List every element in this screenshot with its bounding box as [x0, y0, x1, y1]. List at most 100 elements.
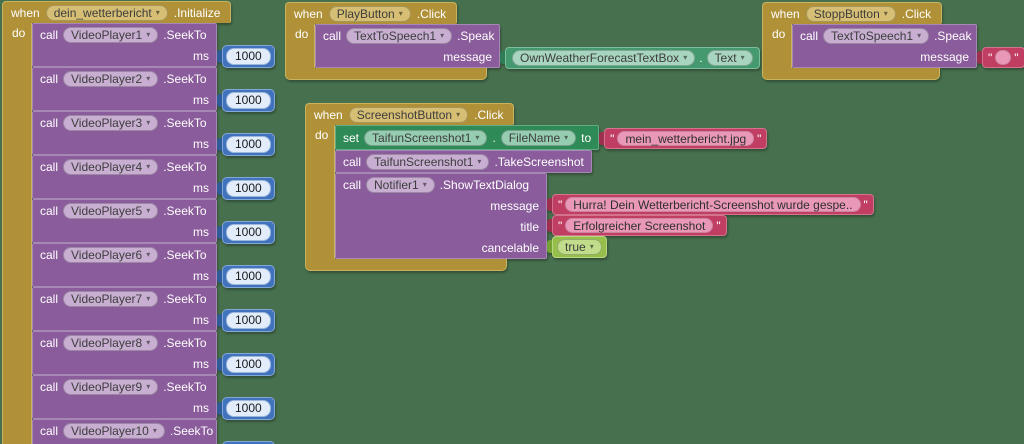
- string-block[interactable]: " Erfolgreicher Screenshot ": [552, 215, 727, 236]
- component-dropdown[interactable]: TextToSpeech1▾: [823, 27, 930, 44]
- dropdown-arrow-icon: ▾: [917, 30, 922, 40]
- string-block[interactable]: " mein_wetterbericht.jpg ": [604, 128, 768, 149]
- getter-component-dropdown[interactable]: OwnWeatherForecastTextBox▾: [512, 49, 696, 66]
- component-dropdown[interactable]: Notifier1▾: [366, 176, 435, 193]
- property-dropdown[interactable]: FileName▾: [500, 129, 577, 146]
- property-getter-block[interactable]: OwnWeatherForecastTextBox▾ . Text▾: [505, 46, 760, 69]
- component-dropdown[interactable]: TaifunScreenshot1▾: [366, 153, 490, 170]
- number-value[interactable]: 1000: [226, 268, 271, 285]
- number-value[interactable]: 1000: [226, 136, 271, 153]
- event-header[interactable]: when ScreenshotButton ▾ .Click: [305, 103, 515, 125]
- event-header[interactable]: when StoppButton ▾ .Click: [762, 2, 943, 24]
- component-dropdown[interactable]: VideoPlayer1▾: [63, 26, 159, 43]
- when-keyword: when: [11, 5, 40, 20]
- string-block[interactable]: " Hurra! Dein Wetterbericht-Screenshot w…: [552, 194, 874, 215]
- dropdown-arrow-icon: ▾: [740, 52, 745, 62]
- dropdown-arrow-icon: ▾: [398, 8, 403, 18]
- block-call-showtextdialog[interactable]: call Notifier1▾ .ShowTextDialog message …: [335, 173, 874, 259]
- number-value[interactable]: 1000: [226, 400, 271, 417]
- method-name: .SeekTo: [163, 247, 207, 262]
- event-header[interactable]: when PlayButton ▾ .Click: [285, 2, 458, 24]
- event-name: .Click: [416, 6, 447, 21]
- component-dropdown[interactable]: VideoPlayer3▾: [63, 114, 159, 131]
- event-header[interactable]: when dein_wetterbericht ▾ .Initialize: [2, 1, 232, 23]
- number-block[interactable]: 1000: [222, 309, 275, 332]
- number-block[interactable]: 1000: [222, 265, 275, 288]
- dropdown-arrow-icon: ▾: [456, 109, 461, 119]
- block-call-takescreenshot[interactable]: call TaifunScreenshot1▾ .TakeScreenshot: [335, 150, 592, 173]
- param-label: ms: [193, 268, 209, 283]
- number-value[interactable]: 1000: [226, 48, 271, 65]
- block-call-seekto[interactable]: call VideoPlayer10▾ .SeekTo ms 1000: [32, 419, 275, 444]
- component-dropdown[interactable]: VideoPlayer5▾: [63, 202, 159, 219]
- number-value[interactable]: 1000: [226, 312, 271, 329]
- block-call-seekto[interactable]: call VideoPlayer2▾ .SeekTo ms 1000: [32, 67, 275, 112]
- block-set-filename[interactable]: set TaifunScreenshot1▾ . FileName▾ to " …: [335, 125, 768, 150]
- block-call-seekto[interactable]: call VideoPlayer5▾ .SeekTo ms 1000: [32, 199, 275, 244]
- logic-block[interactable]: true▾: [552, 235, 607, 258]
- number-block[interactable]: 1000: [222, 353, 275, 376]
- open-quote: ": [558, 197, 563, 212]
- number-block[interactable]: 1000: [222, 45, 275, 68]
- socket-icon: [217, 314, 224, 327]
- number-block[interactable]: 1000: [222, 441, 275, 444]
- string-value[interactable]: mein_wetterbericht.jpg: [617, 131, 755, 146]
- component-dropdown[interactable]: VideoPlayer2▾: [63, 70, 159, 87]
- string-value[interactable]: [995, 50, 1012, 65]
- event-component-dropdown[interactable]: PlayButton ▾: [328, 5, 411, 22]
- block-when-initialize[interactable]: when dein_wetterbericht ▾ .Initialize do…: [2, 1, 275, 444]
- number-value[interactable]: 1000: [226, 180, 271, 197]
- block-when-stoppbutton-click[interactable]: when StoppButton ▾ .Click do call TextTo…: [762, 2, 1024, 80]
- call-keyword: call: [343, 154, 362, 169]
- component-dropdown[interactable]: VideoPlayer4▾: [63, 158, 159, 175]
- number-value[interactable]: 1000: [226, 356, 271, 373]
- do-keyword: do: [772, 27, 786, 41]
- dot-separator: .: [492, 130, 496, 145]
- component-dropdown[interactable]: TaifunScreenshot1▾: [364, 129, 488, 146]
- number-value[interactable]: 1000: [226, 92, 271, 109]
- method-name: .SeekTo: [163, 335, 207, 350]
- event-component-dropdown[interactable]: StoppButton ▾: [805, 5, 896, 22]
- event-component-dropdown[interactable]: dein_wetterbericht ▾: [45, 4, 168, 21]
- number-value[interactable]: 1000: [226, 224, 271, 241]
- block-call-seekto[interactable]: call VideoPlayer9▾ .SeekTo ms 1000: [32, 375, 275, 420]
- number-block[interactable]: 1000: [222, 397, 275, 420]
- component-dropdown[interactable]: VideoPlayer9▾: [63, 378, 159, 395]
- getter-property-dropdown[interactable]: Text▾: [706, 49, 753, 66]
- event-component-name: StoppButton: [813, 6, 880, 21]
- block-call-seekto[interactable]: call VideoPlayer4▾ .SeekTo ms 1000: [32, 155, 275, 200]
- socket-icon: [217, 402, 224, 415]
- component-dropdown[interactable]: VideoPlayer8▾: [63, 334, 159, 351]
- number-block[interactable]: 1000: [222, 221, 275, 244]
- component-name: VideoPlayer5: [71, 203, 143, 218]
- string-value[interactable]: Hurra! Dein Wetterbericht-Screenshot wur…: [565, 197, 861, 212]
- component-dropdown[interactable]: VideoPlayer7▾: [63, 290, 159, 307]
- component-dropdown[interactable]: VideoPlayer10▾: [63, 422, 165, 439]
- getter-property-name: Text: [714, 50, 737, 65]
- block-call-seekto[interactable]: call VideoPlayer6▾ .SeekTo ms 1000: [32, 243, 275, 288]
- number-block[interactable]: 1000: [222, 133, 275, 156]
- empty-string-block[interactable]: " ": [982, 47, 1024, 68]
- call-keyword: call: [40, 71, 59, 86]
- logic-dropdown[interactable]: true▾: [557, 238, 602, 255]
- string-value[interactable]: Erfolgreicher Screenshot: [565, 218, 714, 233]
- socket-icon: [599, 132, 607, 145]
- block-call-speak[interactable]: call TextToSpeech1▾ .Speak message OwnWe…: [315, 24, 760, 69]
- component-dropdown[interactable]: VideoPlayer6▾: [63, 246, 159, 263]
- do-keyword: do: [315, 128, 329, 142]
- block-call-seekto[interactable]: call VideoPlayer1▾ .SeekTo ms 1000: [32, 23, 275, 68]
- dropdown-arrow-icon: ▾: [146, 249, 151, 259]
- number-block[interactable]: 1000: [222, 89, 275, 112]
- block-call-seekto[interactable]: call VideoPlayer3▾ .SeekTo ms 1000: [32, 111, 275, 156]
- block-when-screenshotbutton-click[interactable]: when ScreenshotButton ▾ .Click do set Ta…: [305, 103, 874, 271]
- block-when-playbutton-click[interactable]: when PlayButton ▾ .Click do call TextToS…: [285, 2, 760, 80]
- block-call-seekto[interactable]: call VideoPlayer7▾ .SeekTo ms 1000: [32, 287, 275, 332]
- component-dropdown[interactable]: TextToSpeech1▾: [346, 27, 453, 44]
- block-call-speak[interactable]: call TextToSpeech1▾ .Speak message " ": [792, 24, 1024, 68]
- number-block[interactable]: 1000: [222, 177, 275, 200]
- event-name: .Initialize: [173, 5, 221, 20]
- event-component-dropdown[interactable]: ScreenshotButton ▾: [348, 106, 469, 123]
- component-name: VideoPlayer7: [71, 291, 143, 306]
- block-call-seekto[interactable]: call VideoPlayer8▾ .SeekTo ms 1000: [32, 331, 275, 376]
